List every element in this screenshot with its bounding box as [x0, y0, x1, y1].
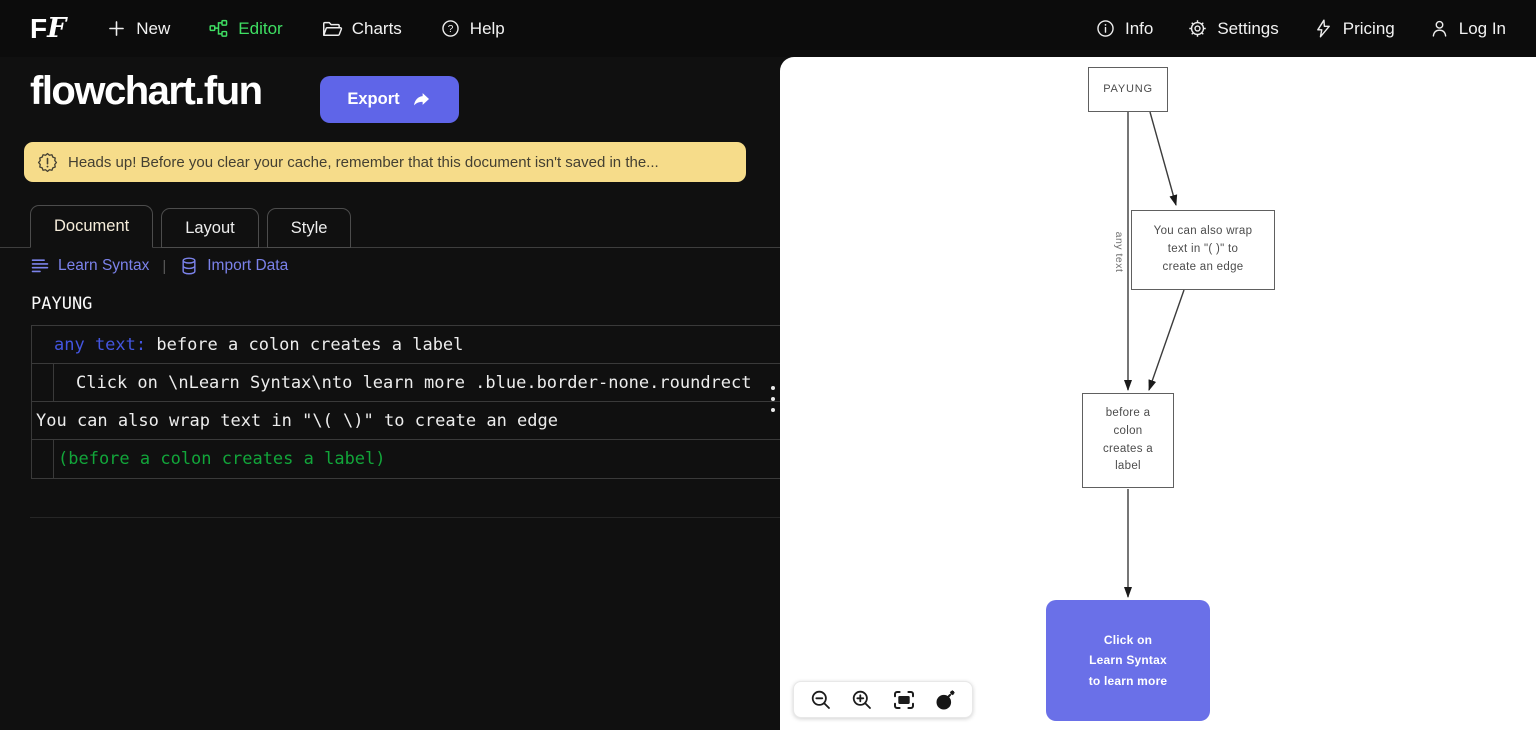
code-line[interactable]: any text: before a colon creates a label [32, 326, 780, 364]
code-token-label: any text: [54, 334, 147, 355]
code-token-text: You can also wrap text in "\( \)" to cre… [36, 410, 558, 431]
handle-dot [771, 408, 775, 412]
node-wrap-text[interactable]: You can also wrap text in "( )" to creat… [1131, 210, 1275, 290]
code-token-text: Click on \nLearn Syntax\nto learn more .… [76, 372, 752, 393]
tab-style[interactable]: Style [266, 208, 352, 248]
nav-item-label: Log In [1458, 18, 1506, 38]
nav-item-label: Info [1124, 18, 1154, 38]
code-line[interactable]: You can also wrap text in "\( \)" to cre… [32, 402, 780, 440]
node-before-colon[interactable]: before a colon creates a label [1082, 393, 1174, 488]
edge-wrap-to-before [1148, 289, 1185, 391]
flowchart-icon [208, 18, 229, 39]
top-nav: F F New Editor Charts ? Help [0, 0, 1536, 57]
toolbar-separator: | [162, 257, 167, 275]
page-title: flowchart.fun [30, 69, 263, 113]
tab-label: Document [54, 217, 130, 235]
nav-item-label: Pricing [1342, 18, 1395, 38]
nav-item-label: Editor [238, 18, 283, 38]
code-token-text: before a colon creates a label [146, 334, 464, 355]
code-editor[interactable]: any text: before a colon creates a label… [31, 325, 780, 479]
nav-item-pricing[interactable]: Pricing [1313, 18, 1395, 39]
tab-label: Style [290, 218, 328, 237]
share-arrow-icon [410, 90, 432, 110]
code-line[interactable]: Click on \nLearn Syntax\nto learn more .… [32, 364, 780, 402]
nav-item-settings[interactable]: Settings [1187, 18, 1279, 39]
nav-item-charts[interactable]: Charts [321, 18, 402, 40]
nav-item-help[interactable]: ? Help [440, 18, 505, 39]
node-learn-syntax[interactable]: Click on Learn Syntax to learn more [1046, 600, 1210, 721]
nav-right-group: Info Settings Pricing Log In [1095, 18, 1506, 39]
gear-icon [1187, 18, 1208, 39]
tab-document[interactable]: Document [30, 205, 154, 248]
import-data-label: Import Data [207, 257, 289, 274]
zoom-out-button[interactable] [807, 686, 835, 714]
logo-letter-2: F [47, 13, 67, 44]
tab-layout[interactable]: Layout [161, 208, 259, 248]
lightning-icon [1313, 18, 1334, 39]
folder-icon [321, 18, 343, 40]
edge-label-any-text: any text [1112, 223, 1126, 281]
syntax-lines-icon [30, 256, 50, 276]
nav-item-editor[interactable]: Editor [208, 18, 283, 39]
tabs-divider [0, 247, 780, 248]
nav-item-info[interactable]: Info [1095, 18, 1153, 39]
svg-text:?: ? [448, 24, 454, 35]
code-line[interactable]: (before a colon creates a label) [32, 440, 780, 478]
nav-left-group: F F New Editor Charts ? Help [30, 13, 505, 45]
nav-item-label: Charts [351, 18, 402, 38]
tab-bar: Document Layout Style [30, 205, 352, 248]
indent-guide [53, 364, 54, 401]
edges-layer [1124, 111, 1185, 598]
nav-item-label: Help [469, 18, 505, 38]
code-line-root-node[interactable]: PAYUNG [31, 294, 93, 314]
edge-payung-to-wrap [1149, 111, 1178, 206]
code-token-edge-ref: (before a colon creates a label) [58, 449, 386, 469]
learn-syntax-link[interactable]: Learn Syntax [30, 256, 149, 276]
handle-dot [771, 397, 775, 401]
export-button[interactable]: Export [320, 76, 459, 123]
reset-bomb-button[interactable] [931, 686, 959, 714]
canvas-controls [793, 681, 973, 718]
editor-panel: flowchart.fun Export Heads up! Before yo… [0, 57, 780, 730]
zoom-in-button[interactable] [848, 686, 876, 714]
database-icon [179, 256, 199, 276]
nav-item-label: New [136, 18, 171, 38]
nav-item-new[interactable]: New [106, 18, 170, 39]
app-logo[interactable]: F F [30, 13, 66, 45]
handle-dot [771, 386, 775, 390]
panel-resize-handle[interactable] [771, 386, 775, 412]
flowchart-canvas: PAYUNG You can also wrap text in "( )" t… [780, 57, 1536, 730]
indent-guide [53, 440, 54, 478]
document-toolbar: Learn Syntax | Import Data [30, 256, 288, 276]
editor-bottom-divider [30, 517, 780, 518]
import-data-link[interactable]: Import Data [179, 256, 288, 276]
info-icon [1095, 18, 1116, 39]
tab-label: Layout [185, 218, 235, 237]
person-icon [1429, 18, 1450, 39]
logo-letter-1: F [30, 12, 47, 44]
learn-syntax-label: Learn Syntax [58, 257, 150, 274]
warning-banner: Heads up! Before you clear your cache, r… [24, 142, 746, 182]
nav-item-label: Settings [1217, 18, 1279, 38]
help-icon: ? [440, 18, 461, 39]
alert-burst-icon [37, 152, 58, 173]
node-payung[interactable]: PAYUNG [1088, 67, 1168, 112]
warning-banner-text: Heads up! Before you clear your cache, r… [68, 153, 659, 171]
plus-icon [106, 18, 127, 39]
export-button-label: Export [347, 90, 400, 108]
nav-item-login[interactable]: Log In [1429, 18, 1506, 39]
fit-view-button[interactable] [890, 686, 918, 714]
